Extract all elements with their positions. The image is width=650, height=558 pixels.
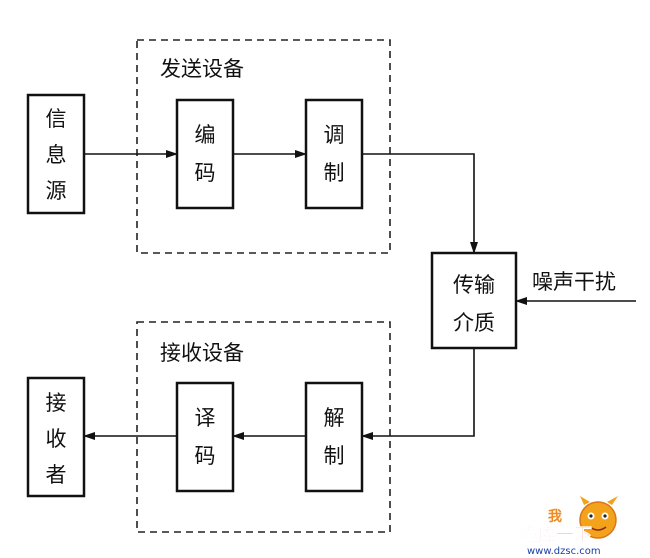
send-equipment-group bbox=[136, 39, 391, 254]
noise-interference-label: 噪声干扰 bbox=[532, 270, 616, 294]
watermark-url: www.dzsc.com bbox=[527, 546, 601, 557]
encoder-block: 编 码 bbox=[175, 98, 235, 210]
send-equipment-label: 发送设备 bbox=[160, 57, 244, 81]
transmission-medium-block: 传输 介质 bbox=[430, 251, 518, 350]
modulator-char: 调 bbox=[324, 123, 345, 147]
receive-equipment-label: 接收设备 bbox=[160, 341, 244, 365]
decoder-char: 译 bbox=[195, 406, 216, 430]
watermark-text: 维库一下 bbox=[520, 524, 592, 546]
demodulator-char: 解 bbox=[324, 406, 345, 430]
information-source-block: 信 息 源 bbox=[26, 93, 86, 215]
source-char: 源 bbox=[46, 179, 67, 203]
receiver-char: 收 bbox=[46, 427, 67, 451]
demodulator-block: 解 制 bbox=[304, 381, 364, 493]
receiver-block: 接 收 者 bbox=[26, 376, 86, 498]
arrow-modulator-to-medium bbox=[362, 153, 478, 254]
watermark-logo: 我 维库一下 www.dzsc.com bbox=[520, 496, 618, 557]
modulator-block: 调 制 bbox=[304, 98, 364, 210]
decoder-char: 码 bbox=[195, 444, 216, 468]
mascot-icon bbox=[579, 496, 618, 539]
modulator-char: 制 bbox=[324, 161, 345, 185]
receiver-char: 者 bbox=[46, 463, 67, 487]
medium-line: 介质 bbox=[453, 311, 495, 335]
medium-line: 传输 bbox=[453, 273, 495, 297]
demodulator-char: 制 bbox=[324, 444, 345, 468]
encoder-char: 码 bbox=[195, 161, 216, 185]
arrow-medium-to-demodulator bbox=[361, 348, 475, 440]
encoder-char: 编 bbox=[195, 123, 216, 147]
receiver-char: 接 bbox=[46, 391, 67, 415]
receive-equipment-group bbox=[136, 321, 391, 533]
decoder-block: 译 码 bbox=[175, 381, 235, 493]
source-char: 息 bbox=[46, 143, 67, 167]
logo-mark-text: 我 bbox=[548, 509, 562, 525]
source-char: 信 bbox=[46, 107, 67, 131]
